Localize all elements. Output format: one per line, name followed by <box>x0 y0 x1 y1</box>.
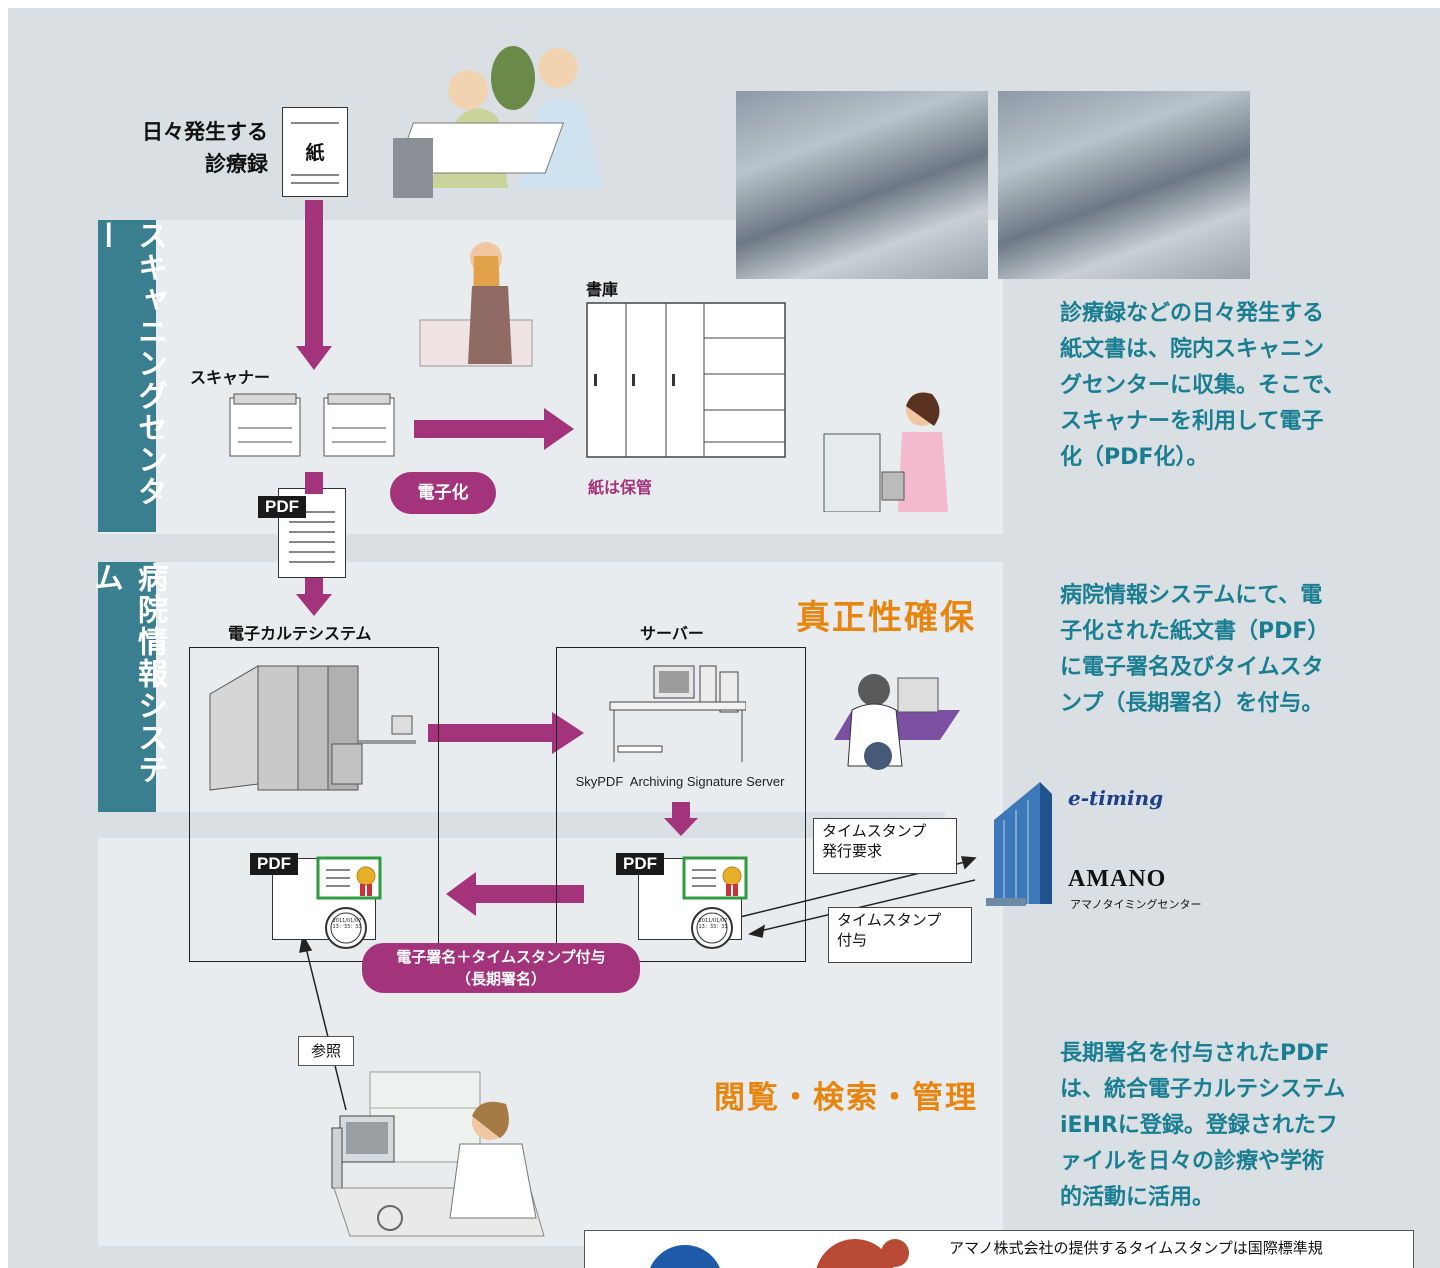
desc-browse-line: 長期署名を付与されたPDF <box>1060 1041 1330 1066</box>
pdf-tag-scanned: PDF <box>258 496 306 518</box>
scanner-operator-illustration <box>419 242 533 367</box>
ts-grant-line1: タイムスタンプ <box>837 911 942 929</box>
signature-timestamp-badge: 電子署名＋タイムスタンプ付与 （長期署名） <box>362 943 640 993</box>
timestamp-grant-callout: タイムスタンプ 付与 <box>828 907 972 963</box>
browse-search-manage-title: 閲覧・検索・管理 <box>714 1080 978 1116</box>
desc-browse-line: iEHRに登録。登録されたフ <box>1060 1113 1338 1138</box>
storage-cabinet-icon <box>586 302 786 458</box>
description-hospital: 病院情報システムにて、電 子化された紙文書（PDF） に電子署名及びタイムスタ … <box>1060 578 1329 722</box>
paper-document-icon: 紙 <box>282 107 348 197</box>
desc-hospital-line: ンプ（長期署名）を付与。 <box>1060 691 1324 716</box>
desc-hospital-line: 病院情報システムにて、電 <box>1060 583 1323 608</box>
footer-note-text: アマノ株式会社の提供するタイムスタンプは国際標準規 <box>949 1239 1323 1257</box>
footer-note-box: アマノ株式会社の提供するタイムスタンプは国際標準規 <box>584 1230 1414 1268</box>
desc-hospital-line: 子化された紙文書（PDF） <box>1060 619 1330 644</box>
server-product-name: SkyPDF Archiving Signature Server <box>575 774 785 789</box>
emr-system-label: 電子カルテシステム <box>228 624 372 643</box>
amano-building-icon <box>986 782 1052 906</box>
desc-scan-line: 診療録などの日々発生する <box>1060 301 1325 326</box>
desc-scan-line: 化（PDF化）。 <box>1060 445 1209 470</box>
ts-request-line2: 発行要求 <box>822 842 883 861</box>
reference-label: 参照 <box>298 1036 354 1066</box>
timestamp-request-callout: タイムスタンプ 発行要求 <box>813 818 957 874</box>
desc-scan-line: スキャナーを利用して電子 <box>1060 409 1324 434</box>
desc-browse-line: 的活動に活用。 <box>1060 1185 1215 1210</box>
desc-browse-line: ァイルを日々の診療や学術 <box>1060 1149 1325 1174</box>
storage-label: 書庫 <box>586 280 619 299</box>
paper-source-label: 日々発生する 診療録 <box>100 116 268 180</box>
desc-hospital-line: に電子署名及びタイムスタ <box>1060 655 1324 680</box>
timestamp-seal-server: 2011/01/07 13：33：33 <box>694 918 732 930</box>
amano-logo: AMANO <box>1068 866 1167 892</box>
seal-date: 2011/01/07 <box>332 918 362 924</box>
certificate-server-icon <box>682 856 748 949</box>
signing-operator-illustration <box>834 674 960 770</box>
sign-badge-line2: （長期署名） <box>455 970 546 988</box>
ts-grant-line2: 付与 <box>837 931 868 950</box>
seal-date: 2011/01/07 <box>698 918 728 924</box>
paper-source-line1: 日々発生する <box>142 120 268 144</box>
certificate-emr-icon <box>316 856 382 949</box>
paper-kept-label: 紙は保管 <box>588 478 653 497</box>
description-scanning: 診療録などの日々発生する 紙文書は、院内スキャニン グセンターに収集。そこで、 … <box>1060 296 1345 476</box>
emr-mainframe-illustration <box>209 665 416 791</box>
server-workstation-icon <box>609 665 746 762</box>
scanner-icons <box>229 393 395 457</box>
scanning-room-photo-2 <box>998 91 1250 279</box>
desc-scan-line: 紙文書は、院内スキャニン <box>1060 337 1325 362</box>
timestamp-seal-emr: 2011/01/07 13：33：33 <box>328 918 366 930</box>
seal-time: 13：33：33 <box>698 924 728 930</box>
authenticity-title: 真正性確保 <box>796 598 976 638</box>
scanner-label: スキャナー <box>190 368 271 387</box>
server-box <box>556 647 806 962</box>
doctor-computer-illustration <box>331 1071 545 1237</box>
browse-band <box>98 838 1003 1246</box>
desc-browse-line: は、統合電子カルテシステム <box>1060 1077 1346 1102</box>
etiming-logo: e-timing <box>1068 786 1164 810</box>
paper-source-line2: 診療録 <box>205 152 268 176</box>
server-label: サーバー <box>640 624 704 643</box>
sign-badge-line1: 電子署名＋タイムスタンプ付与 <box>396 948 606 966</box>
pdf-tag-emr: PDF <box>250 853 298 875</box>
digitize-badge: 電子化 <box>390 472 496 514</box>
amano-center-label: アマノタイミングセンター <box>1070 898 1202 911</box>
ts-request-line1: タイムスタンプ <box>822 822 927 840</box>
scanning-room-photo-1 <box>736 91 988 279</box>
paper-label: 紙 <box>297 138 333 165</box>
description-browse: 長期署名を付与されたPDF は、統合電子カルテシステム iEHRに登録。登録され… <box>1060 1036 1345 1216</box>
certification-seal-blue <box>650 1245 720 1268</box>
pdf-tag-server: PDF <box>616 853 664 875</box>
archivist-illustration <box>823 392 948 512</box>
desc-scan-line: グセンターに収集。そこで、 <box>1060 373 1346 398</box>
certification-seal-red <box>816 1239 909 1268</box>
consultation-illustration <box>393 46 603 198</box>
seal-time: 13：33：33 <box>332 924 362 930</box>
emr-system-box <box>189 647 439 962</box>
